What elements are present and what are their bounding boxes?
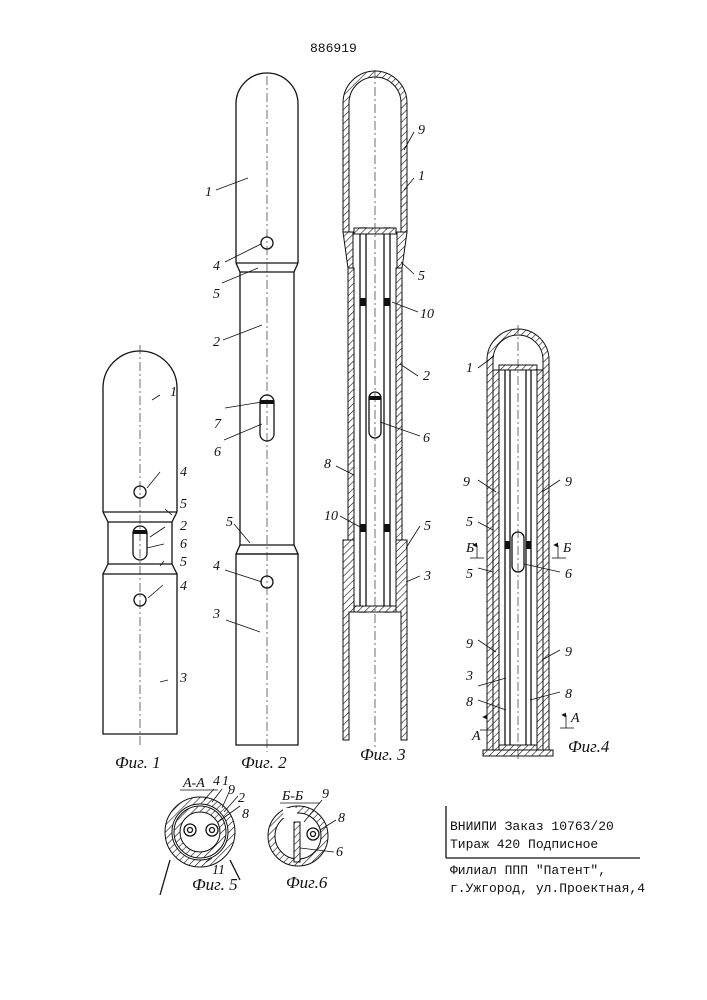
fig4-label-arrow-b-right: Б — [562, 541, 571, 556]
figure-3: 9 1 5 10 2 6 8 10 5 3 Фиг. 3 — [324, 70, 434, 764]
fig3-tube-wall-right — [396, 268, 402, 540]
figure-6: Б-Б 9 8 6 Фиг.6 — [268, 787, 345, 892]
fig1-label-1: 1 — [170, 385, 177, 400]
imprint-block: ВНИИПИ Заказ 10763/20 Тираж 420 Подписно… — [446, 806, 645, 896]
fig2-label-3: 3 — [212, 607, 220, 622]
fig6-section-title: Б-Б — [281, 789, 303, 804]
fig3-lamp-contact — [369, 396, 381, 400]
fig4-caption: Фиг.4 — [568, 737, 610, 756]
fig2-label-5a: 5 — [213, 287, 220, 302]
fig4-tube-wall-left — [493, 370, 499, 750]
imprint-line-1: ВНИИПИ Заказ 10763/20 — [450, 819, 614, 834]
imprint-line-4: г.Ужгород, ул.Проектная,4 — [450, 881, 645, 896]
patent-number: 886919 — [310, 41, 357, 56]
fig3-label-1: 1 — [418, 169, 425, 184]
fig5-label-4: 4 — [213, 774, 220, 789]
fig1-label-4a: 4 — [180, 465, 187, 480]
fig3-tube-wall-left — [348, 268, 354, 540]
imprint-line-2: Тираж 420 Подписное — [450, 837, 598, 852]
fig6-label-8: 8 — [338, 811, 345, 826]
fig4-holder-wall-right — [526, 368, 531, 748]
fig5-pin-left — [184, 824, 196, 836]
fig1-label-5a: 5 — [180, 497, 187, 512]
fig5-pin-right — [206, 824, 218, 836]
fig3-label-6: 6 — [423, 431, 430, 446]
fig3-contact-lower-left — [360, 524, 366, 532]
fig5-extension-left — [160, 860, 170, 895]
fig4-holder-wall-left — [505, 368, 510, 748]
figure-4: 1 9 9 5 Б Б 5 6 9 9 3 8 8 A A Фиг.4 — [463, 325, 610, 760]
fig4-contact-right — [526, 541, 531, 549]
fig1-caption: Фиг. 1 — [115, 753, 161, 772]
fig5-label-8: 8 — [242, 807, 249, 822]
fig4-label-3: 3 — [465, 669, 473, 684]
fig4-label-5a: 5 — [466, 515, 473, 530]
fig5-caption: Фиг. 5 — [192, 875, 238, 894]
fig6-label-6: 6 — [336, 845, 343, 860]
fig4-label-8b: 8 — [466, 695, 473, 710]
fig2-middle-section — [236, 263, 298, 554]
fig2-label-5b: 5 — [226, 515, 233, 530]
fig3-step-left — [343, 232, 353, 268]
fig1-label-4b: 4 — [180, 579, 187, 594]
fig3-caption: Фиг. 3 — [360, 745, 406, 764]
fig4-contact-left — [505, 541, 510, 549]
fig3-label-2: 2 — [423, 369, 430, 384]
fig3-label-5b: 5 — [424, 519, 431, 534]
fig2-label-6: 6 — [214, 445, 221, 460]
fig2-label-7: 7 — [214, 417, 222, 432]
fig2-label-1: 1 — [205, 185, 212, 200]
fig3-contact-upper-left — [360, 298, 366, 306]
fig2-label-4a: 4 — [213, 259, 220, 274]
figure-5: A-A 4 1 9 2 8 11 Фиг. 5 — [160, 774, 249, 895]
fig3-contact-lower-right — [384, 524, 390, 532]
fig1-label-6: 6 — [180, 537, 187, 552]
fig6-partition — [294, 822, 300, 862]
figure-1: 1 4 5 2 6 5 4 3 Фиг. 1 — [103, 345, 187, 772]
fig6-pin — [307, 828, 319, 840]
fig4-label-1: 1 — [466, 361, 473, 376]
fig3-label-8: 8 — [324, 457, 331, 472]
fig4-label-9c: 9 — [466, 637, 473, 652]
fig5-section-title: A-A — [182, 776, 205, 791]
fig4-label-arrow-a-right: A — [570, 711, 580, 726]
fig4-label-8a: 8 — [565, 687, 572, 702]
fig2-label-2: 2 — [213, 335, 220, 350]
fig3-label-9: 9 — [418, 123, 425, 138]
fig3-lower-wall-left — [343, 540, 354, 740]
fig2-lamp-contact — [260, 400, 274, 404]
fig4-label-arrow-a-left: A — [471, 729, 481, 744]
imprint-line-3: Филиал ППП "Патент", — [450, 863, 606, 878]
fig4-label-5b: 5 — [466, 567, 473, 582]
fig6-ring-gap — [283, 808, 297, 818]
fig3-label-3: 3 — [423, 569, 431, 584]
fig4-label-6: 6 — [565, 567, 572, 582]
fig4-label-arrow-b-left: Б — [465, 541, 474, 556]
fig4-tube-wall-right — [537, 370, 543, 750]
fig2-label-4b: 4 — [213, 559, 220, 574]
fig3-lower-wall-right — [396, 540, 407, 740]
fig5-label-2: 2 — [238, 791, 245, 806]
fig6-caption: Фиг.6 — [286, 873, 328, 892]
fig1-label-5b: 5 — [180, 555, 187, 570]
fig4-label-9a: 9 — [463, 475, 470, 490]
fig4-label-9b: 9 — [565, 475, 572, 490]
fig1-label-3: 3 — [179, 671, 187, 686]
fig3-label-10a: 10 — [420, 307, 434, 322]
figure-2: 1 4 5 2 7 6 5 4 3 Фиг. 2 — [205, 73, 298, 772]
fig4-label-9d: 9 — [565, 645, 572, 660]
fig5-label-9: 9 — [228, 783, 235, 798]
fig3-label-10b: 10 — [324, 509, 338, 524]
fig1-label-2: 2 — [180, 519, 187, 534]
fig3-contact-upper-right — [384, 298, 390, 306]
fig1-lamp-contact — [133, 530, 147, 534]
fig3-label-5a: 5 — [418, 269, 425, 284]
fig2-caption: Фиг. 2 — [241, 753, 287, 772]
fig6-label-9: 9 — [322, 787, 329, 802]
fig3-holder-wall-right — [384, 228, 390, 612]
fig3-holder-wall-left — [360, 228, 366, 612]
